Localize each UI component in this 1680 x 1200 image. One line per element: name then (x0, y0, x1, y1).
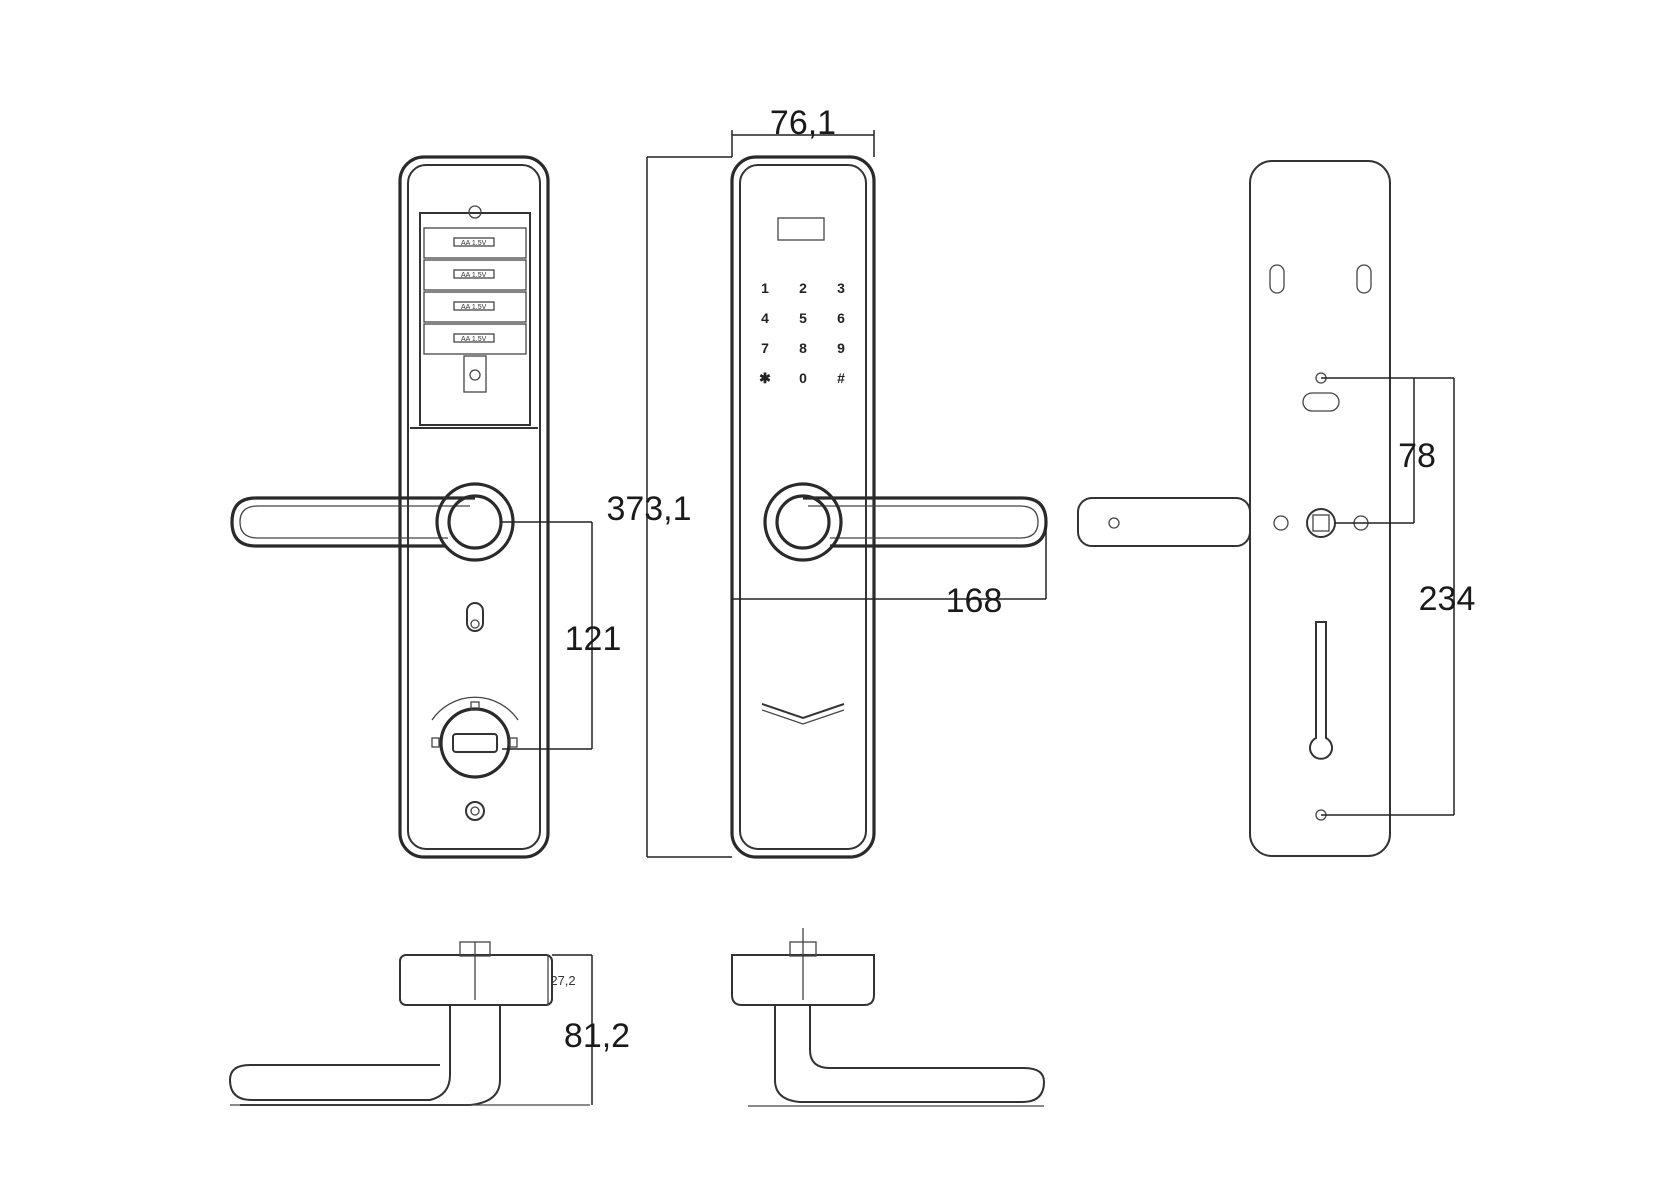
inner-side-view: AA 1.5V AA 1.5V AA 1.5V AA 1.5V (230, 155, 550, 859)
dimension-escutcheon-label: 27,2 (550, 973, 575, 988)
front-side-view: 1 2 3 4 5 6 7 8 9 ✱ 0 # (730, 155, 1048, 859)
spindle-square (1312, 514, 1330, 532)
slot-dot (470, 619, 480, 629)
keypad-key[interactable]: 7 (761, 340, 769, 356)
back-plate-view (1077, 160, 1391, 857)
lock-icon (431, 737, 440, 748)
dimension-121-label: 121 (565, 620, 622, 658)
handle-profile (774, 1005, 1046, 1103)
dimension-234-label: 234 (1419, 580, 1476, 618)
keypad-key[interactable]: 6 (837, 310, 845, 326)
mounting-slot (1356, 264, 1372, 294)
chevron-down-icon (761, 709, 845, 725)
slot-hole (466, 602, 484, 632)
battery-cell (453, 333, 495, 343)
dimension-78-label: 78 (1398, 437, 1436, 475)
keypad-key[interactable]: # (837, 370, 845, 386)
handle-rosette (763, 482, 843, 562)
battery-label: AA 1.5V (461, 272, 487, 279)
keypad-key[interactable]: 9 (837, 340, 845, 356)
keypad-key[interactable]: 1 (761, 280, 769, 296)
battery-cell (453, 237, 495, 247)
thumb-turn (439, 707, 511, 779)
escutcheon-profile (399, 954, 553, 1006)
handle-profile-back (240, 1005, 501, 1106)
dimension-depth-label: 81,2 (564, 1017, 630, 1055)
lock-icon (509, 737, 518, 748)
screw-icon (468, 205, 482, 219)
battery-slot (423, 227, 527, 259)
inner-handle (230, 496, 475, 548)
battery-latch (463, 355, 487, 393)
mounting-slot (1269, 264, 1285, 294)
turn-arc (431, 696, 519, 721)
handle-screw (1108, 517, 1120, 529)
battery-label: AA 1.5V (461, 336, 487, 343)
keypad: 1 2 3 4 5 6 7 8 9 ✱ 0 # (759, 280, 845, 386)
battery-slot (423, 291, 527, 323)
battery-compartment (419, 212, 531, 426)
latch-hole (469, 369, 481, 381)
keypad-key[interactable]: 0 (799, 370, 807, 386)
battery-slot (423, 259, 527, 291)
chevron-down-icon (761, 703, 845, 720)
handle-spindle-icon (447, 494, 503, 550)
keypad-key[interactable]: ✱ (759, 370, 771, 386)
inner-handle-edge (239, 505, 470, 539)
side-profile-right (731, 928, 1046, 1107)
cylinder-slot (1309, 621, 1333, 760)
inner-plate-outline (398, 155, 550, 859)
side-handle (1077, 497, 1251, 547)
unlock-icon (470, 701, 480, 711)
fingerprint-sensor-icon (775, 494, 831, 550)
keypad-key[interactable]: 3 (837, 280, 845, 296)
battery-label: AA 1.5V (461, 304, 487, 311)
battery-label: AA 1.5V (461, 240, 487, 247)
dimension-handle-length-label: 168 (946, 582, 1003, 620)
dimension-lines (502, 130, 1455, 1105)
thumb-turn-knob (452, 733, 498, 753)
front-plate-outline (730, 155, 876, 859)
battery-cell (453, 301, 495, 311)
oval-slot (1302, 392, 1340, 412)
escutcheon-profile (731, 954, 875, 1006)
spindle-center (1306, 508, 1336, 538)
dimension-height-label: 373,1 (606, 490, 691, 528)
keypad-key[interactable]: 4 (761, 310, 769, 326)
front-plate-inner-edge (739, 164, 867, 850)
card-reader-icon (777, 217, 825, 241)
battery-slot (423, 323, 527, 355)
spindle-hole (1273, 515, 1289, 531)
keypad-key[interactable]: 5 (799, 310, 807, 326)
handle-profile (228, 1005, 451, 1101)
battery-cell (453, 269, 495, 279)
inner-plate-inner-edge (407, 164, 541, 850)
key-hole-center (470, 806, 480, 816)
side-profile-left (228, 941, 590, 1106)
key-hole-icon (465, 801, 485, 821)
front-handle-edge (808, 505, 1039, 539)
keypad-key[interactable]: 2 (799, 280, 807, 296)
dimension-width-label: 76,1 (770, 104, 836, 142)
keypad-key[interactable]: 8 (799, 340, 807, 356)
